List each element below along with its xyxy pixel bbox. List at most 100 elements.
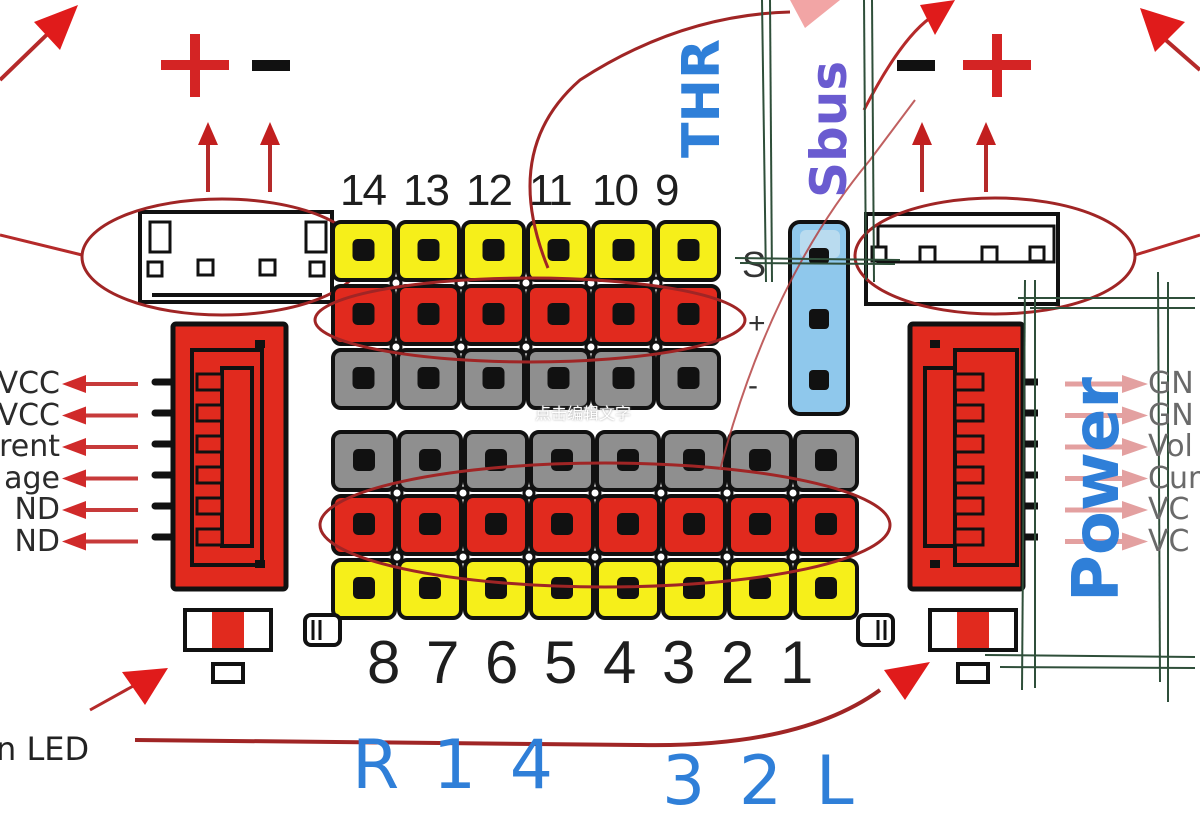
pin-number-label: 11 bbox=[529, 166, 573, 215]
header-pin-ground bbox=[661, 430, 727, 492]
header-pin-positive bbox=[595, 494, 661, 556]
right-connector-label: Vol bbox=[1148, 429, 1193, 464]
annotation-thr: THR bbox=[672, 38, 732, 158]
connector-pin bbox=[953, 403, 985, 423]
pin-number-label: 6 bbox=[485, 629, 519, 696]
led-right bbox=[928, 608, 1018, 684]
header-pin-positive bbox=[463, 494, 529, 556]
junction-dot bbox=[720, 486, 734, 500]
right-connector-label: Cur bbox=[1148, 460, 1200, 496]
junction-dot bbox=[519, 340, 533, 354]
header-pin-ground bbox=[461, 348, 526, 410]
junction-dot bbox=[522, 550, 536, 564]
header-pin-signal bbox=[526, 220, 591, 282]
junction-dot bbox=[456, 486, 470, 500]
junction-dot bbox=[649, 340, 663, 354]
left-connector-label: ND bbox=[14, 525, 60, 558]
header-pin-positive bbox=[331, 494, 397, 556]
right-arrowhead bbox=[1122, 501, 1148, 519]
header-pin-positive bbox=[656, 284, 721, 346]
header-pin-ground bbox=[463, 430, 529, 492]
highlight-ellipse-bottom-positive-row bbox=[318, 461, 892, 589]
row-label-signal: S bbox=[742, 244, 766, 285]
header-pin-positive bbox=[529, 494, 595, 556]
left-arrowhead bbox=[62, 406, 86, 425]
right-power-connector bbox=[907, 321, 1038, 592]
junction-dot bbox=[786, 550, 800, 564]
header-pin-ground bbox=[331, 430, 397, 492]
header-pin-signal bbox=[529, 558, 595, 620]
header-pin-positive bbox=[793, 494, 859, 556]
top-left-connector bbox=[138, 210, 334, 304]
left-signal-arrows bbox=[62, 375, 138, 551]
header-pin-positive bbox=[461, 284, 526, 346]
polarity-plus-icon bbox=[161, 34, 229, 97]
pin-number-label: 1 bbox=[780, 629, 814, 696]
highlight-ellipse-right-connector bbox=[853, 196, 1137, 316]
annotation-l32: 3 2 L bbox=[662, 742, 860, 821]
polarity-plus-icon-right bbox=[963, 34, 1031, 97]
header-pin-signal bbox=[461, 220, 526, 282]
arrow-top-right-outer bbox=[1140, 8, 1200, 72]
right-connector-label: GN bbox=[1148, 366, 1194, 401]
right-connector-label: GN bbox=[1148, 397, 1194, 433]
connector-pin bbox=[195, 372, 224, 392]
header-pin-ground bbox=[591, 348, 656, 410]
led-left bbox=[183, 608, 273, 684]
pin-number-label: 5 bbox=[544, 629, 578, 696]
header-pin-positive bbox=[591, 284, 656, 346]
pin-number-label: 13 bbox=[403, 166, 450, 215]
pin-number-label: 2 bbox=[721, 629, 755, 696]
arrow-bottom-left bbox=[89, 668, 168, 712]
junction-dot bbox=[389, 340, 403, 354]
header-pin-positive bbox=[661, 494, 727, 556]
junction-dot bbox=[654, 550, 668, 564]
up-arrows-right bbox=[912, 122, 996, 192]
annotation-power: Power bbox=[1060, 377, 1134, 602]
header-pin-signal bbox=[396, 220, 461, 282]
header-pin-signal bbox=[463, 558, 529, 620]
header-pin-signal bbox=[591, 220, 656, 282]
header-pin-signal bbox=[727, 558, 793, 620]
right-arrowhead bbox=[1122, 438, 1148, 456]
junction-dot bbox=[390, 550, 404, 564]
header-pin-positive bbox=[526, 284, 591, 346]
leader-line-right bbox=[1134, 233, 1200, 257]
junction-dot bbox=[786, 486, 800, 500]
left-connector-label: VCC bbox=[0, 399, 60, 432]
arrow-top-left bbox=[0, 5, 78, 82]
header-pin-positive bbox=[396, 284, 461, 346]
pin-number-label: 8 bbox=[367, 629, 401, 696]
right-connector-label: VC bbox=[1148, 523, 1190, 559]
pin-number-label: 12 bbox=[466, 166, 513, 215]
header-pin-ground bbox=[656, 348, 721, 410]
diagonal-line bbox=[719, 99, 916, 471]
curve-thr-path bbox=[528, 10, 791, 269]
row-label-positive: + bbox=[748, 307, 766, 340]
header-pin-signal bbox=[661, 558, 727, 620]
junction-dot bbox=[454, 340, 468, 354]
junction-dot bbox=[456, 550, 470, 564]
left-connector-label: age bbox=[4, 462, 60, 495]
left-connector-label: ND bbox=[14, 494, 60, 526]
polarity-minus-icon-right bbox=[897, 60, 935, 71]
pin-number-label: 10 bbox=[592, 166, 639, 215]
curve-thr-arrowhead bbox=[790, 0, 840, 28]
right-arrowhead bbox=[1122, 469, 1148, 488]
header-pin-ground bbox=[595, 430, 661, 492]
junction-dot bbox=[584, 340, 598, 354]
arrow-top-right-inner bbox=[862, 0, 955, 111]
connector-pin bbox=[195, 434, 224, 454]
annotation-sbus: Sbus bbox=[800, 60, 858, 198]
sbus-jumper bbox=[788, 220, 850, 416]
junction-dot bbox=[522, 486, 536, 500]
header-pin-ground bbox=[793, 430, 859, 492]
header-pin-signal bbox=[793, 558, 859, 620]
bottom-servo-header bbox=[331, 430, 859, 620]
junction-dot bbox=[588, 550, 602, 564]
connector-pin bbox=[195, 465, 224, 485]
arrow-bottom-right-curve bbox=[134, 662, 930, 748]
connector-pin bbox=[953, 496, 985, 516]
header-pin-ground bbox=[397, 430, 463, 492]
